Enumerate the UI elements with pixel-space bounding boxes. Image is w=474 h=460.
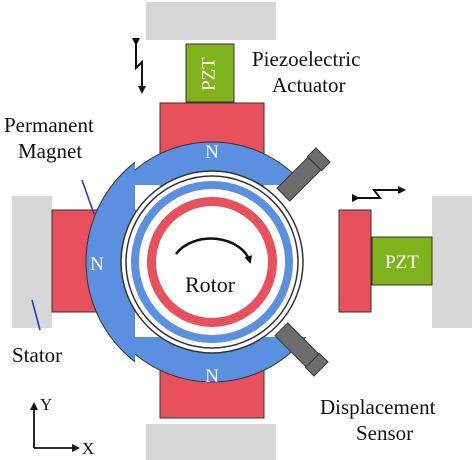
leader-line-magnet [81,179,95,215]
axis-icon [30,402,80,452]
label-piezo-line1: Piezoelectric [252,47,360,71]
rotor-core [156,206,268,318]
axis-label-x: X [82,439,94,458]
zigzag-arrow-icon-vertical [132,38,146,94]
permanent-magnet-top [119,141,305,185]
label-magnet-line2: Magnet [18,139,82,163]
rotor-label: Rotor [185,272,236,297]
permanent-magnet-bottom [117,337,307,383]
pole-label-top: N [205,142,219,163]
label-magnet-line1: Permanent [4,113,94,137]
label-sensor-line2: Sensor [356,421,413,445]
axis-label-y: Y [40,395,52,414]
displacement-sensor-upper [276,147,331,202]
pzt-top-label: PZT [198,57,219,91]
permanent-magnet-left [85,161,135,363]
displacement-sensor-lower [274,322,329,377]
stator-block-top [146,2,276,40]
pzt-right-label: PZT [385,252,419,273]
pzt-right [371,236,433,286]
rotation-arrow-icon [174,237,253,264]
stator-block-bottom [146,424,276,460]
pole-label-right: N [315,254,329,275]
stator-block-left [12,196,52,328]
label-stator: Stator [12,343,62,367]
label-piezo-line2: Actuator [272,73,345,97]
pole-label-left: N [90,254,104,275]
label-sensor-line1: Displacement [320,395,436,419]
pole-label-bottom: N [205,366,219,387]
leader-line-stator [31,299,41,331]
yoke-right [338,209,372,313]
pzt-top [185,43,235,103]
stator-block-right [432,196,472,328]
zigzag-arrow-icon-horizontal [352,186,406,202]
